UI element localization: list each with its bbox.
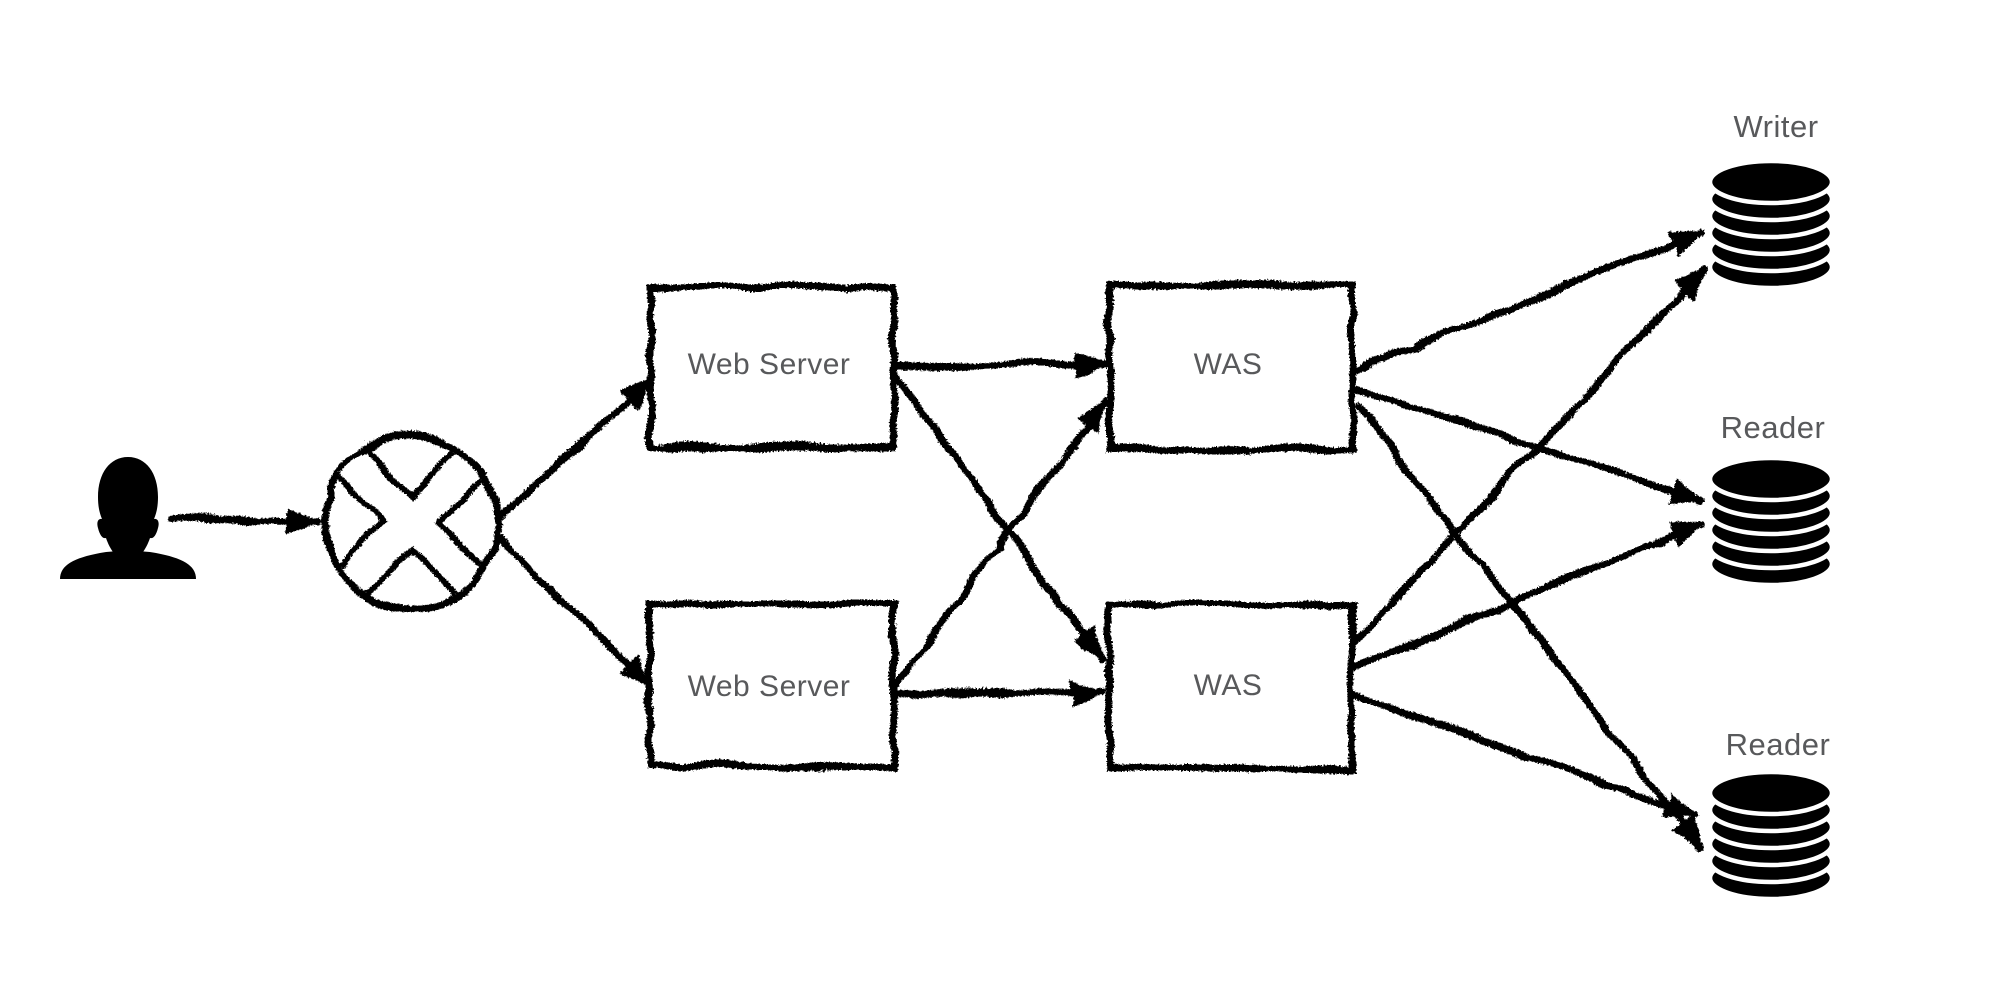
- edge-was-top-to-db-writer: [1348, 226, 1703, 373]
- edge-user-to-load-balancer: [166, 504, 320, 533]
- user-icon: [60, 457, 196, 579]
- db-reader-bottom-label: Reader: [1725, 727, 1831, 762]
- edge-web-server-bottom-to-was-top: [888, 395, 1106, 691]
- was-bottom-label: WAS: [1193, 669, 1263, 702]
- edge-web-server-top-to-was-top: [887, 348, 1106, 377]
- node-web-server-bottom-box: [643, 597, 896, 768]
- load-balancer-icon: [319, 430, 499, 610]
- edge-load-balancer-to-web-server-bottom: [493, 532, 650, 688]
- edge-was-top-to-db-reader-bottom: [1353, 400, 1702, 850]
- edge-was-bottom-to-db-reader-middle: [1349, 518, 1702, 669]
- node-web-server-top-box: [644, 281, 895, 449]
- x-glyph: [326, 437, 492, 603]
- db-writer-label: Writer: [1733, 109, 1819, 144]
- web-server-bottom-label: Web Server: [687, 670, 851, 703]
- edge-web-server-top-to-was-bottom: [887, 366, 1104, 661]
- web-server-top-label: Web Server: [687, 348, 851, 381]
- node-was-bottom-box: [1103, 598, 1354, 771]
- node-was-top-box: [1103, 279, 1354, 451]
- edge-was-top-to-db-reader-middle: [1350, 384, 1702, 502]
- database-reader-bottom-icon: [1710, 772, 1832, 899]
- edge-was-bottom-to-db-reader-bottom: [1350, 688, 1696, 818]
- edge-was-bottom-to-db-writer: [1348, 263, 1706, 644]
- edge-load-balancer-to-web-server-top: [490, 374, 652, 520]
- edge-web-server-bottom-to-was-bottom: [888, 676, 1104, 705]
- was-top-label: WAS: [1193, 348, 1263, 381]
- database-reader-middle-icon: [1710, 458, 1832, 585]
- database-writer-icon: [1710, 161, 1832, 288]
- db-reader-middle-label: Reader: [1720, 410, 1826, 445]
